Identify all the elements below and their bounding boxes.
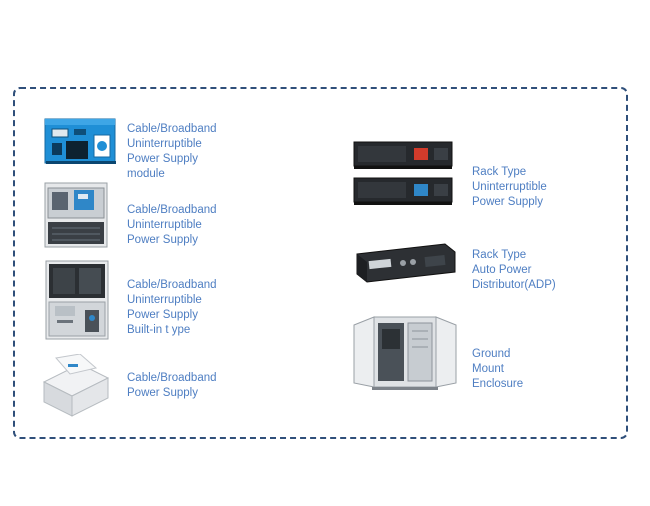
ups-builtin-cabinet-photo-icon <box>45 260 111 340</box>
product-label: Cable/Broadband Uninterruptible Power Su… <box>127 279 217 336</box>
product-label: Rack Type Uninterruptible Power Supply <box>472 166 547 208</box>
ups-module-photo-icon <box>44 117 118 165</box>
power-supply-enclosure-photo-icon <box>40 354 112 418</box>
product-label: Rack Type Auto Power Distributor(ADP) <box>472 249 556 291</box>
product-frame <box>13 87 628 439</box>
product-label: Ground Mount Enclosure <box>472 348 524 390</box>
product-label: Cable/Broadband Power Supply <box>127 372 217 399</box>
ground-mount-enclosure-photo-icon <box>352 313 460 391</box>
ups-cabinet-photo-icon <box>44 182 110 248</box>
product-label: Cable/Broadband Uninterruptible Power Su… <box>127 204 217 246</box>
product-label: Cable/Broadband Uninterruptible Power Su… <box>127 123 217 180</box>
rack-adp-photo-icon <box>355 242 457 286</box>
rack-ups-photo-icon <box>352 140 454 210</box>
